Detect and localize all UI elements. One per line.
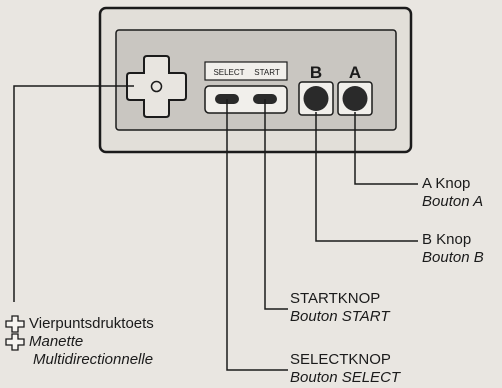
callout-dpad-nl-row: Vierpuntsdruktoets (5, 315, 154, 333)
leader-line-start (264, 99, 288, 310)
leader-line-a (354, 112, 418, 185)
dpad (126, 55, 187, 118)
select-label: SELECT (213, 68, 244, 77)
callout-dpad-fr-line2: Multidirectionnelle (33, 351, 154, 368)
callout-dpad-fr-line1: Manette (29, 333, 84, 350)
callout-start-nl: STARTKNOP (290, 290, 381, 307)
callout-select-fr: Bouton SELECT (290, 369, 401, 386)
callout-dpad: Vierpuntsdruktoets Manette Multidirectio… (5, 315, 154, 369)
callout-select-nl: SELECTKNOP (290, 351, 391, 368)
leader-line-select (226, 99, 288, 371)
callout-b-fr: Bouton B (422, 249, 484, 266)
select-start-label-box (204, 61, 288, 81)
leader-line-b (315, 112, 418, 242)
callout-b-nl: B Knop (422, 231, 472, 248)
b-label: B (310, 63, 322, 82)
a-label: A (349, 63, 361, 82)
callout-b-button: B Knop Bouton B (422, 231, 484, 267)
leader-line-dpad (13, 85, 134, 302)
callout-dpad-fr-row: Manette (5, 333, 154, 351)
dpad-small-icon (5, 315, 25, 333)
callout-a-nl: A Knop (422, 175, 471, 192)
callout-a-fr: Bouton A (422, 193, 484, 210)
start-label: START (254, 68, 280, 77)
callout-start-button: STARTKNOP Bouton START (290, 290, 390, 326)
callout-select-button: SELECTKNOP Bouton SELECT (290, 351, 400, 387)
dpad-center (150, 80, 163, 93)
callout-a-button: A Knop Bouton A (422, 175, 483, 211)
callout-start-fr: Bouton START (290, 308, 390, 325)
callout-dpad-nl: Vierpuntsdruktoets (29, 315, 154, 332)
a-button[interactable] (342, 86, 368, 111)
dpad-small-icon-2 (5, 333, 25, 351)
b-button[interactable] (303, 86, 329, 111)
select-start-housing (204, 85, 288, 114)
